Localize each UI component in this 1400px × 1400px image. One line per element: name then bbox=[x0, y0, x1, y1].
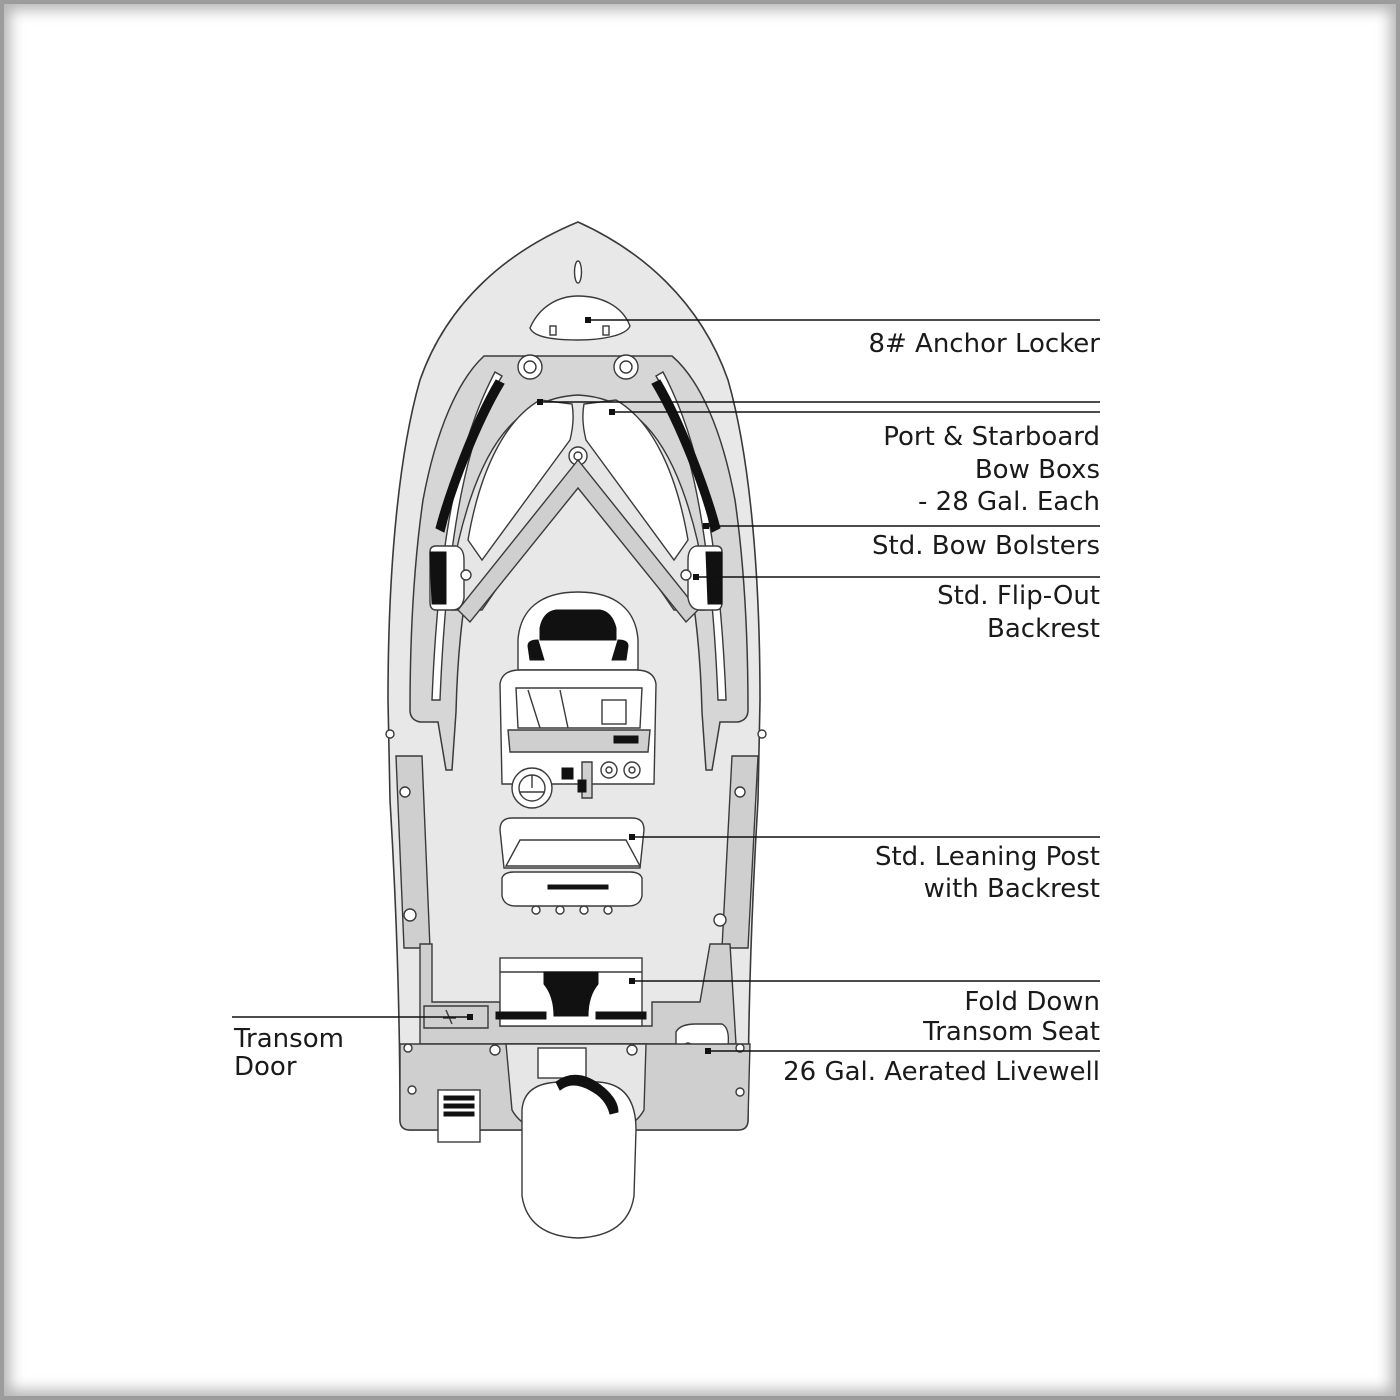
label-anchor-locker: 8# Anchor Locker bbox=[868, 329, 1100, 359]
port-bow-bolster bbox=[435, 379, 505, 533]
console-display bbox=[613, 735, 639, 744]
cockpit-walls bbox=[385, 729, 767, 949]
starboard-bow-box-lid bbox=[582, 399, 689, 562]
label-bow-boxes-line1: Port & Starboard bbox=[883, 422, 1100, 452]
swim-ladder bbox=[437, 1089, 481, 1143]
label-transom-seat-line1: Fold Down bbox=[964, 987, 1100, 1017]
label-transom-door-line1: Transom bbox=[233, 1024, 344, 1054]
stern bbox=[399, 1043, 751, 1239]
label-transom-door-line2: Door bbox=[234, 1052, 297, 1082]
port-bow-box-lid bbox=[467, 399, 574, 562]
leader-lines bbox=[232, 317, 1100, 1054]
center-console bbox=[499, 669, 657, 809]
aft-transom bbox=[419, 943, 737, 1069]
label-transom-seat-line2: Transom Seat bbox=[922, 1017, 1100, 1047]
leaning-post bbox=[499, 817, 645, 915]
label-flip-out-line1: Std. Flip-Out bbox=[937, 581, 1100, 611]
flip-out-backrests bbox=[429, 545, 723, 611]
label-leaning-post-line1: Std. Leaning Post bbox=[875, 842, 1100, 872]
bow-eye bbox=[573, 260, 583, 284]
label-bow-boxes-line2: Bow Boxs bbox=[975, 455, 1100, 485]
label-bow-bolsters: Std. Bow Bolsters bbox=[872, 531, 1100, 561]
label-livewell: 26 Gal. Aerated Livewell bbox=[783, 1057, 1100, 1087]
callout-labels: 8# Anchor Locker Port & Starboard Bow Bo… bbox=[233, 329, 1100, 1087]
starboard-bow-bolster bbox=[651, 379, 721, 533]
label-leaning-post-line2: with Backrest bbox=[924, 874, 1100, 904]
label-flip-out-line2: Backrest bbox=[987, 614, 1100, 644]
label-bow-boxes-line3: - 28 Gal. Each bbox=[918, 487, 1100, 517]
outboard-motor bbox=[521, 1081, 637, 1239]
console-front-seat bbox=[517, 591, 639, 671]
